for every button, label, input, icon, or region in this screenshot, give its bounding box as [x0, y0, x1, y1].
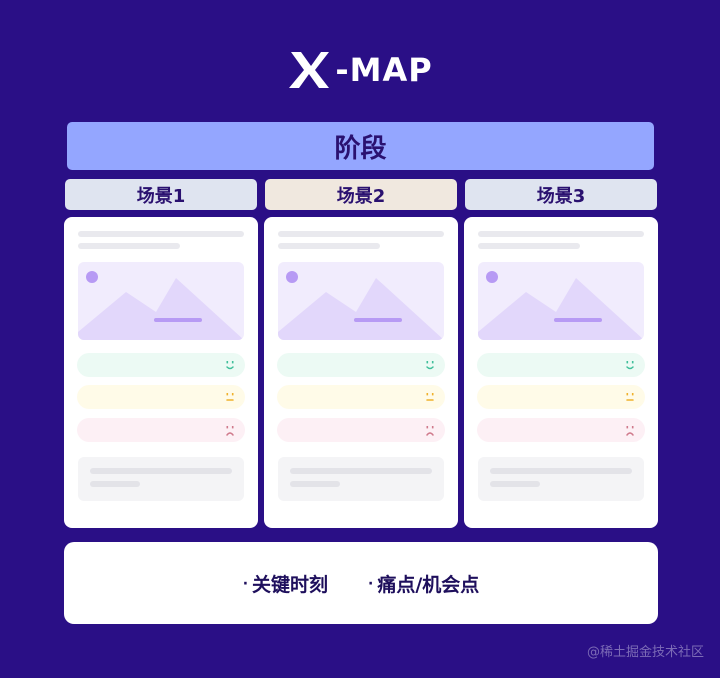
text-placeholder-line: [78, 243, 180, 249]
neutral-face-icon: [426, 393, 434, 401]
scene-label-text: 场景3: [536, 185, 586, 207]
image-placeholder: [478, 262, 644, 340]
logo-text: -MAP: [335, 51, 433, 89]
neutral-face-icon: [626, 393, 634, 401]
neutral-face-icon: [226, 393, 234, 401]
logo: -MAP: [0, 48, 720, 92]
frown-face-icon: [426, 426, 434, 436]
image-placeholder-icon: [278, 271, 444, 340]
stage-bar: 阶段: [67, 122, 654, 170]
text-placeholder-box: [478, 457, 644, 501]
legend-box: ·关键时刻 ·痛点/机会点: [64, 542, 658, 624]
text-placeholder-box: [278, 457, 444, 501]
legend-item-label: 痛点/机会点: [377, 573, 480, 596]
sentiment-bar: [477, 385, 645, 409]
legend-item-pain-points: ·痛点/机会点: [368, 570, 479, 597]
sentiment-bar: [77, 418, 245, 442]
smile-face-icon: [426, 361, 434, 370]
text-placeholder-box: [78, 457, 244, 501]
text-placeholder-line: [478, 231, 644, 237]
text-placeholder-line: [90, 468, 232, 474]
sentiment-bar: [477, 418, 645, 442]
sentiment-bar: [77, 385, 245, 409]
legend-item-label: 关键时刻: [252, 573, 329, 596]
scene-card-1: [64, 217, 258, 528]
image-placeholder-icon: [478, 271, 644, 340]
scene-card-3: [464, 217, 658, 528]
text-placeholder-line: [78, 231, 244, 237]
text-placeholder-line: [290, 481, 340, 487]
image-placeholder-icon: [78, 271, 244, 340]
smile-face-icon: [226, 361, 234, 370]
scene-label-1: 场景1: [65, 179, 257, 210]
scene-label-2: 场景2: [265, 179, 457, 210]
frown-face-icon: [226, 426, 234, 436]
sentiment-bar: [77, 353, 245, 377]
watermark: @稀土掘金技术社区: [586, 645, 704, 660]
image-placeholder: [278, 262, 444, 340]
text-placeholder-line: [278, 231, 444, 237]
sentiment-bar: [277, 353, 445, 377]
image-placeholder: [78, 262, 244, 340]
text-placeholder-line: [278, 243, 380, 249]
x-logo-icon: [289, 52, 330, 88]
text-placeholder-line: [490, 468, 632, 474]
scene-card-2: [264, 217, 458, 528]
scene-label-3: 场景3: [465, 179, 657, 210]
bullet: ·: [242, 575, 249, 592]
scene-label-text: 场景2: [336, 185, 386, 207]
frown-face-icon: [626, 426, 634, 436]
smile-face-icon: [626, 361, 634, 370]
stage-label: 阶段: [334, 133, 387, 164]
text-placeholder-line: [90, 481, 140, 487]
sentiment-bar: [277, 418, 445, 442]
sentiment-bar: [477, 353, 645, 377]
text-placeholder-line: [290, 468, 432, 474]
legend-item-key-moments: ·关键时刻: [243, 570, 328, 597]
sentiment-bar: [277, 385, 445, 409]
bullet: ·: [368, 575, 374, 592]
text-placeholder-line: [490, 481, 540, 487]
scene-label-text: 场景1: [136, 185, 186, 207]
text-placeholder-line: [478, 243, 580, 249]
